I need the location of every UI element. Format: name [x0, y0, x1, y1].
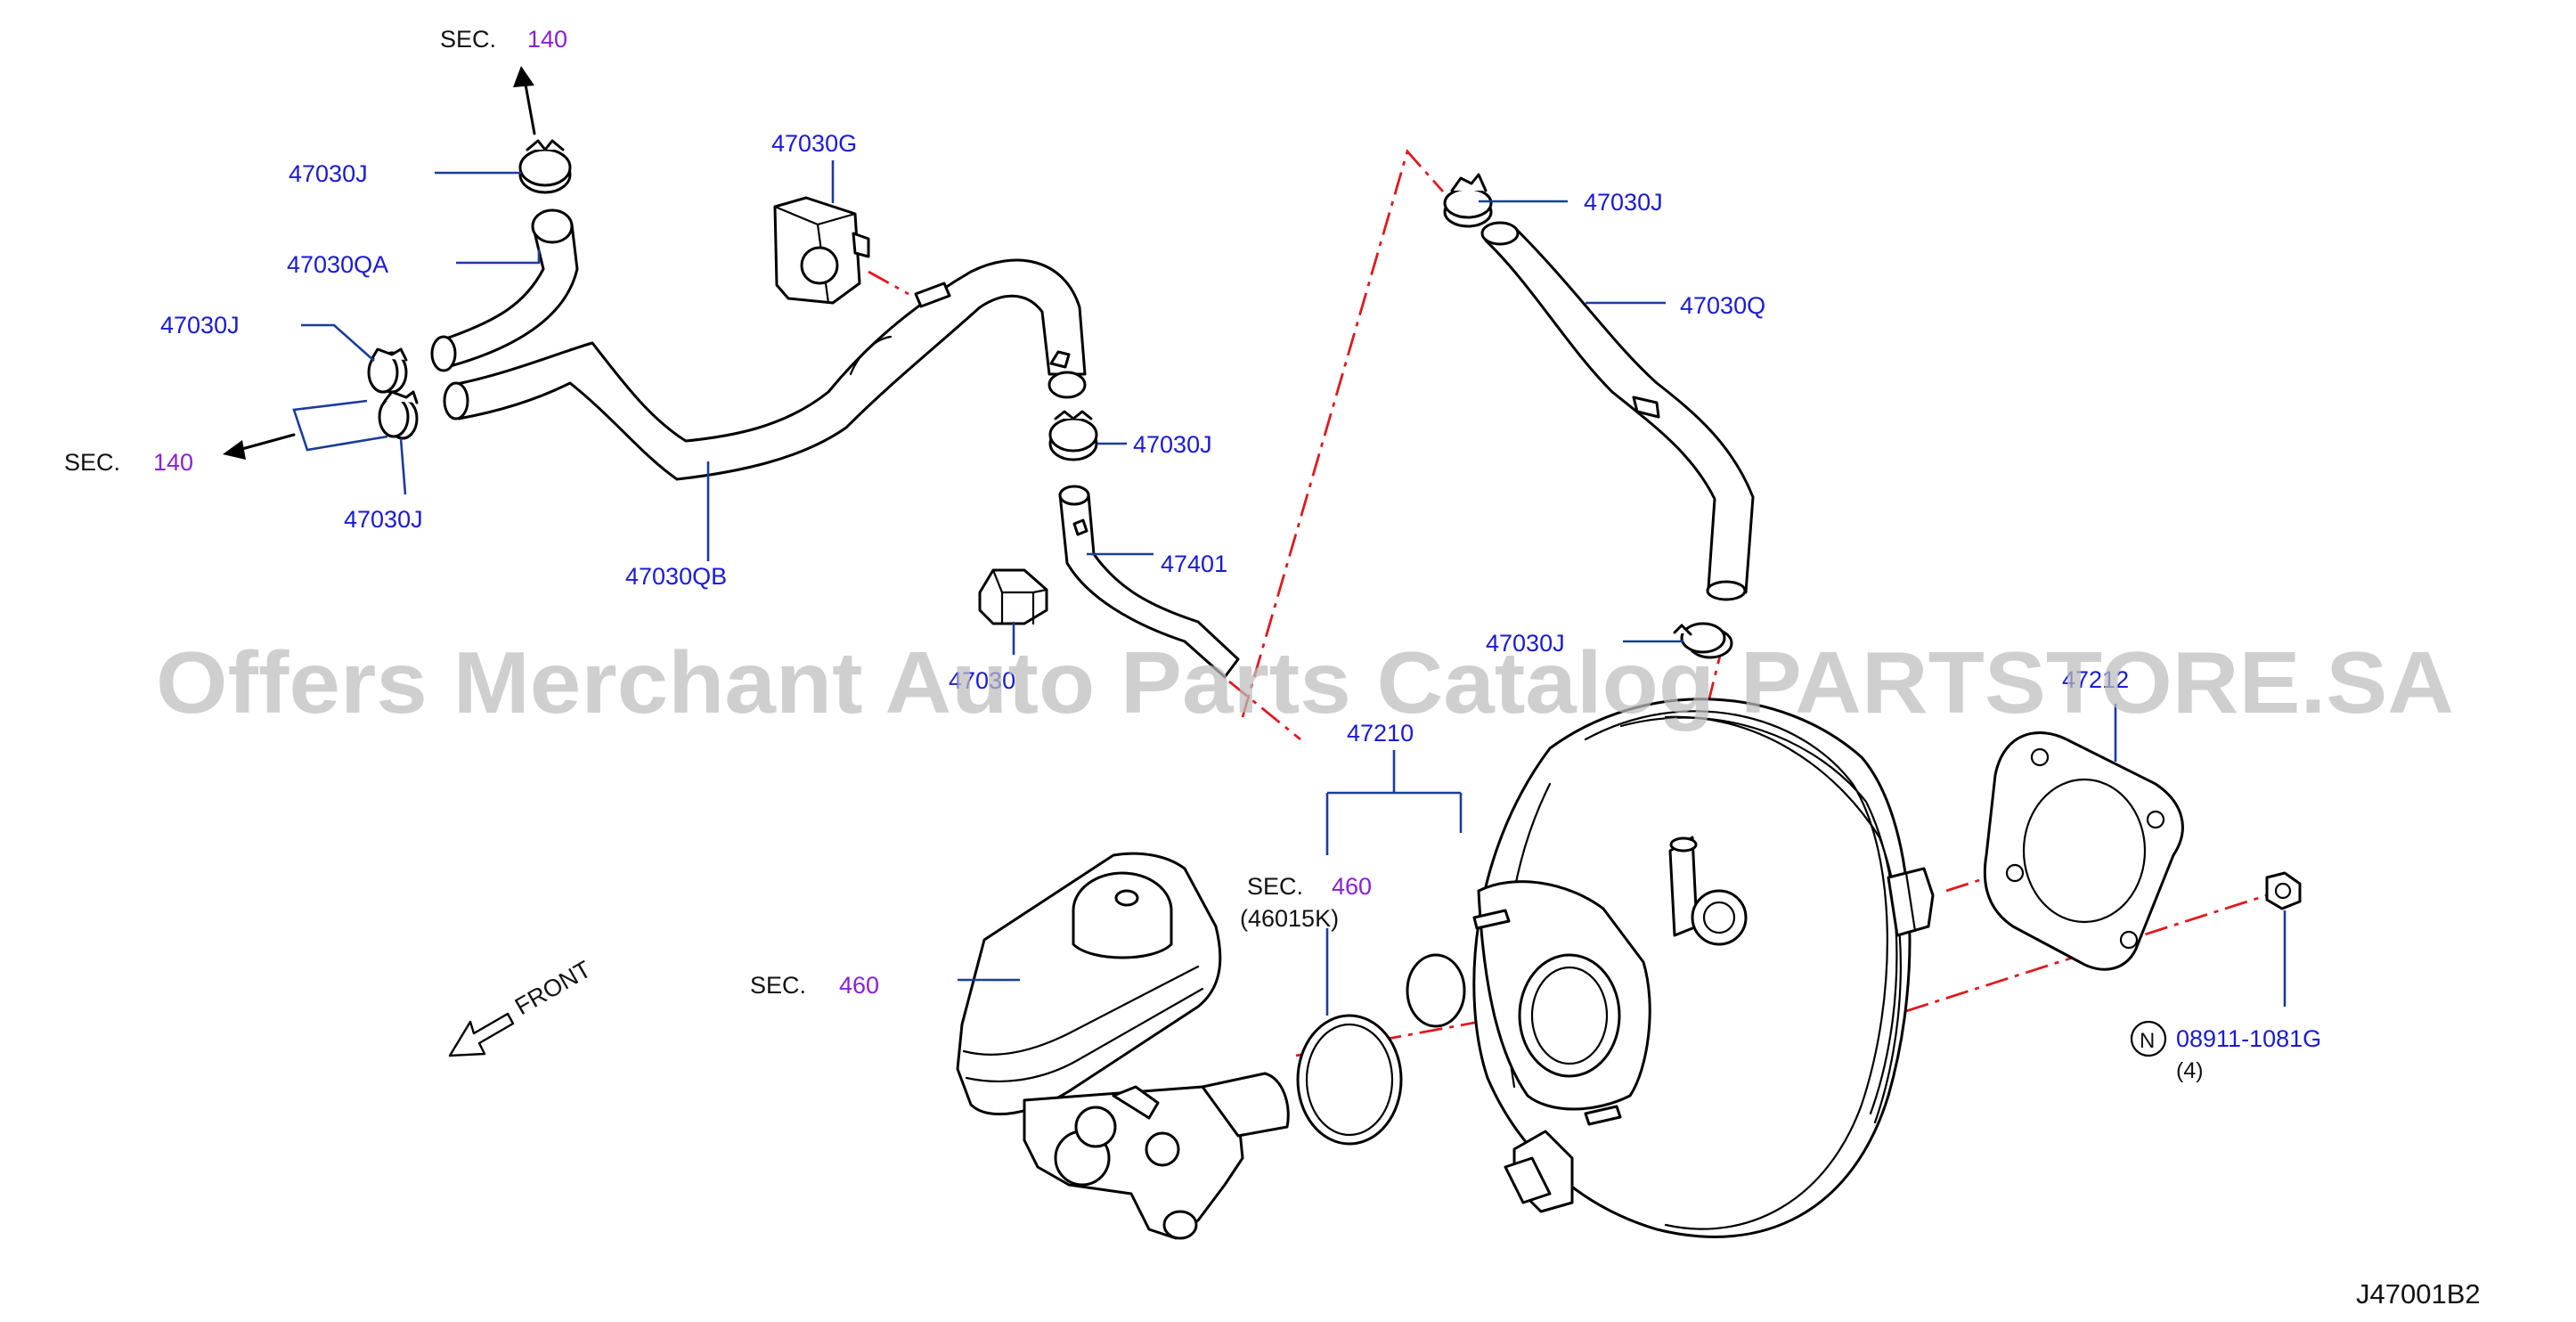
- hose-47030qb: [443, 258, 1087, 481]
- part-label-47030q[interactable]: 47030Q: [1680, 292, 1765, 319]
- hose-47401: [1058, 485, 1240, 679]
- part-label-47030j-4[interactable]: 47030J: [1133, 431, 1212, 458]
- sec-ref-3-number[interactable]: 460: [839, 972, 879, 999]
- part-label-47030[interactable]: 47030: [949, 667, 1015, 694]
- part-label-47030j-3[interactable]: 47030J: [344, 506, 423, 533]
- clamp-47030j-center: [1048, 410, 1098, 461]
- o-ring: [1296, 1014, 1403, 1146]
- front-label: FRONT: [510, 956, 596, 1020]
- part-label-47030j-1[interactable]: 47030J: [289, 160, 368, 187]
- arrows: [223, 66, 536, 460]
- part-label-47030j-5[interactable]: 47030J: [1584, 189, 1663, 216]
- part-label-08911-1081g[interactable]: 08911-1081G: [2176, 1025, 2321, 1052]
- sec-ref-3-prefix: SEC.: [750, 972, 806, 999]
- clamp-47030j-right: [1673, 622, 1733, 659]
- part-label-47401[interactable]: 47401: [1161, 551, 1227, 577]
- clamp-47030j-top-right: [1443, 173, 1493, 228]
- sec-ref-4-sub: (46015K): [1240, 905, 1339, 932]
- nut-quantity: (4): [2176, 1058, 2204, 1083]
- clamp-top-left: [518, 139, 572, 194]
- sec-ref-4-prefix: SEC.: [1247, 873, 1303, 900]
- master-cylinder: [956, 852, 1290, 1240]
- brake-booster: [1406, 698, 1935, 1238]
- sec-ref-2-prefix: SEC.: [64, 449, 120, 476]
- nut-callout: N (4): [2130, 1020, 2204, 1083]
- part-label-47030j-6[interactable]: 47030J: [1486, 630, 1565, 657]
- part-label-47212[interactable]: 47212: [2062, 666, 2129, 693]
- gasket-47212: [1983, 731, 2184, 971]
- watermark: Offers Merchant Auto Parts Catalog PARTS…: [156, 633, 2454, 731]
- nut-symbol-circle: [2130, 1020, 2167, 1057]
- clip-47030: [978, 568, 1048, 625]
- sec-ref-1-number[interactable]: 140: [527, 26, 567, 53]
- front-arrow: FRONT: [448, 956, 596, 1057]
- part-label-47030j-2[interactable]: 47030J: [160, 312, 240, 339]
- hose-47030q: [1480, 221, 1755, 601]
- part-label-47030g[interactable]: 47030G: [771, 130, 857, 157]
- sec-ref-4-number[interactable]: 460: [1332, 873, 1372, 900]
- part-label-47030qa[interactable]: 47030QA: [287, 251, 388, 278]
- diagram-code: J47001B2: [2356, 1278, 2481, 1310]
- part-labels: 47030J 47030QA 47030J 47030J 47030QB 470…: [160, 130, 2321, 1052]
- section-refs: SEC. 140 SEC. 140 SEC. 460 SEC. 460 (460…: [64, 26, 1372, 999]
- leader-lines: [292, 160, 2287, 1016]
- part-label-47030qb[interactable]: 47030QB: [625, 563, 727, 590]
- sec-ref-2-number[interactable]: 140: [153, 449, 193, 476]
- hose-47030qa: [430, 208, 579, 372]
- sec-ref-1-prefix: SEC.: [440, 26, 496, 53]
- nut-symbol: N: [2140, 1029, 2155, 1053]
- clamps-left: [367, 347, 419, 440]
- bracket-47030g: [773, 196, 870, 305]
- part-label-47210[interactable]: 47210: [1347, 720, 1414, 747]
- nut-08911: [2265, 871, 2302, 910]
